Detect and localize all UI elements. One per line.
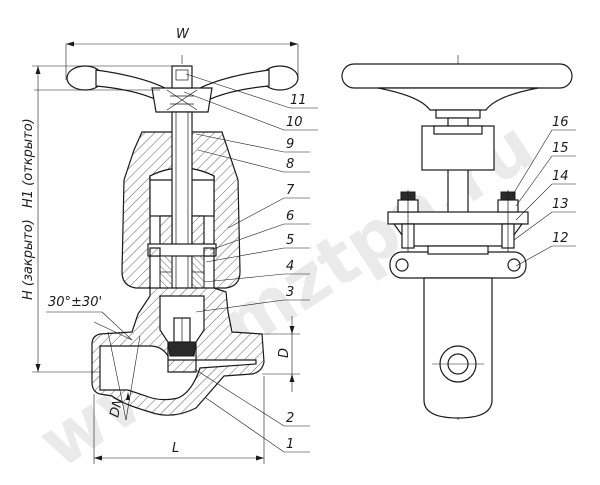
dim-w-label: W <box>176 27 190 42</box>
callout-16: 16 <box>552 115 569 130</box>
dim-h1-label: H1 (открыто) <box>21 118 36 208</box>
callout-14: 14 <box>552 169 569 184</box>
dim-heights: H1 (открыто) H (закрыто) <box>21 65 172 373</box>
callout-9: 9 <box>286 137 294 152</box>
body-lugs <box>389 245 527 279</box>
handwheel-right <box>341 63 573 119</box>
dim-dn-label: DN <box>107 396 126 419</box>
callout-8: 8 <box>286 157 294 172</box>
callouts-left: 11 10 9 8 7 6 5 4 3 2 1 <box>183 73 318 453</box>
callout-6: 6 <box>286 209 294 224</box>
lower-body <box>423 277 493 419</box>
dim-h-label: H (закрыто) <box>21 219 36 300</box>
dim-l: L <box>93 376 265 464</box>
callout-1: 1 <box>286 437 294 452</box>
dim-d: D <box>262 316 300 392</box>
callout-11: 11 <box>290 93 307 108</box>
callouts-right: 16 15 14 13 12 <box>511 115 576 267</box>
dim-angle-label: 30°±30' <box>48 295 102 310</box>
callout-2: 2 <box>286 411 294 426</box>
callout-3: 3 <box>286 285 294 300</box>
callout-4: 4 <box>286 259 294 274</box>
callout-5: 5 <box>286 233 294 248</box>
dim-w: W <box>65 27 299 80</box>
section-view: W H1 (открыто) H (закрыто) 30°±30' DN <box>21 27 318 464</box>
callout-7: 7 <box>286 183 295 198</box>
nut-housing <box>421 125 495 171</box>
callout-12: 12 <box>552 231 569 246</box>
dim-angle: 30°±30' DN <box>46 295 141 421</box>
callout-10: 10 <box>286 115 303 130</box>
dim-l-label: L <box>172 441 179 456</box>
dim-d-label: D <box>277 348 292 358</box>
side-view: 16 15 14 13 12 <box>341 55 576 420</box>
callout-13: 13 <box>552 197 569 212</box>
callout-15: 15 <box>552 141 569 156</box>
yoke-right <box>387 190 529 256</box>
gland-packing <box>147 215 217 291</box>
handwheel-left <box>66 65 299 113</box>
valve-body-section <box>91 287 265 416</box>
